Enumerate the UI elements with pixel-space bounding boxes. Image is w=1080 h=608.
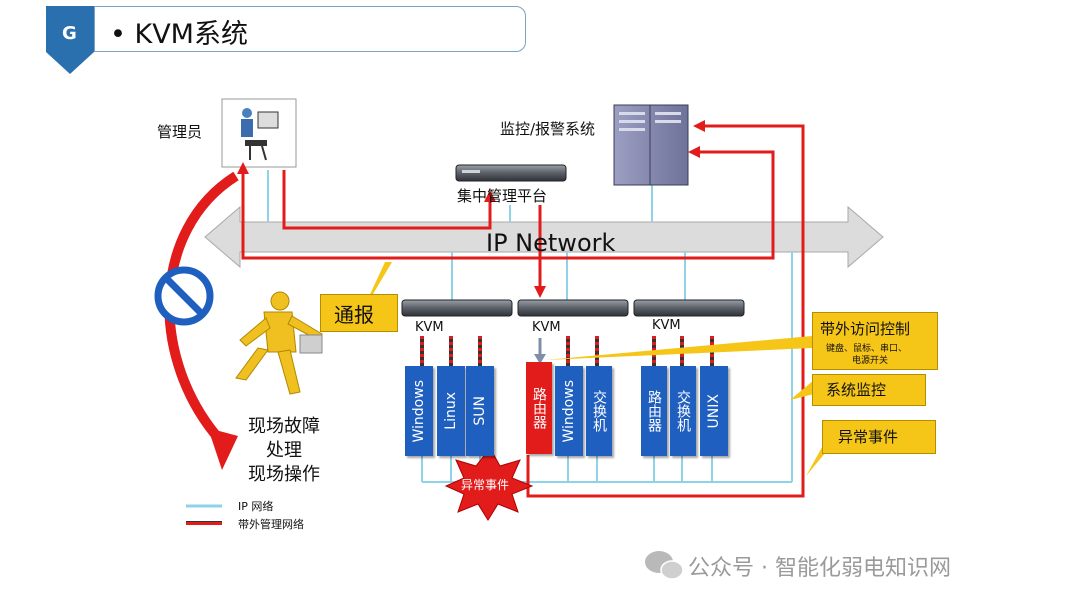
kvm-label-2: KVM <box>532 320 561 335</box>
legend-oob-label: 带外管理网络 <box>238 518 304 531</box>
legend-ip-label: IP 网络 <box>238 500 274 513</box>
kvm-label-3: KVM <box>652 318 681 333</box>
device-sun: SUN <box>466 366 494 456</box>
oob-callout-sub2: 电源开关 <box>852 356 889 366</box>
event-callout <box>822 420 936 454</box>
admin-workstation-icon <box>221 98 297 168</box>
device-linux: Linux <box>437 366 465 456</box>
monitor-label: 监控/报警系统 <box>500 120 596 138</box>
central-platform-label: 集中管理平台 <box>457 187 548 205</box>
device-windows-1: Windows <box>405 366 433 456</box>
onsite-line1: 现场故障 <box>248 416 320 437</box>
header-bar <box>94 6 526 52</box>
device-router-2: 路由器 <box>641 366 667 456</box>
kvm-label-1: KVM <box>415 320 444 335</box>
sysmon-callout <box>812 374 926 406</box>
event-callout-label: 异常事件 <box>838 428 899 446</box>
sysmon-callout-label: 系统监控 <box>826 381 887 399</box>
oob-callout-title: 带外访问控制 <box>820 320 911 338</box>
page-title: • KVM系统 <box>110 19 248 50</box>
onsite-line2: 处理 <box>266 440 302 461</box>
device-switch-2: 交换机 <box>670 366 696 456</box>
ip-network-band <box>204 205 884 269</box>
kvm-switch-2 <box>517 299 629 317</box>
notify-label: 通报 <box>334 303 374 327</box>
device-switch-1: 交换机 <box>586 366 612 456</box>
kvm-switch-3 <box>633 299 745 317</box>
event-burst-label: 异常事件 <box>461 478 510 492</box>
oob-callout-sub1: 键盘、鼠标、串口、 <box>826 344 908 354</box>
admin-label: 管理员 <box>157 123 203 141</box>
monitor-server-icon <box>613 104 689 186</box>
wechat-logo-icon <box>645 551 684 580</box>
ip-network-label: IP Network <box>486 229 616 257</box>
device-windows-2: Windows <box>555 366 583 456</box>
kvm-switch-1 <box>401 299 513 317</box>
prohibition-icon <box>154 266 214 326</box>
watermark: 公众号 · 智能化弱电知识网 <box>688 556 951 581</box>
running-engineer-icon <box>235 291 323 395</box>
alert-flow-lines <box>241 124 805 498</box>
header-badge-letter: G <box>62 23 77 44</box>
header-badge-shape <box>46 6 94 74</box>
device-unix: UNIX <box>700 366 728 456</box>
notify-callout <box>320 294 398 332</box>
central-platform-device <box>455 164 567 182</box>
oob-callout <box>812 312 938 370</box>
device-router-highlight: 路由器 <box>526 362 552 454</box>
alert-arrowheads <box>237 120 705 298</box>
event-burst <box>444 447 534 521</box>
ip-network-lines <box>267 170 793 483</box>
onsite-line3: 现场操作 <box>248 464 320 485</box>
